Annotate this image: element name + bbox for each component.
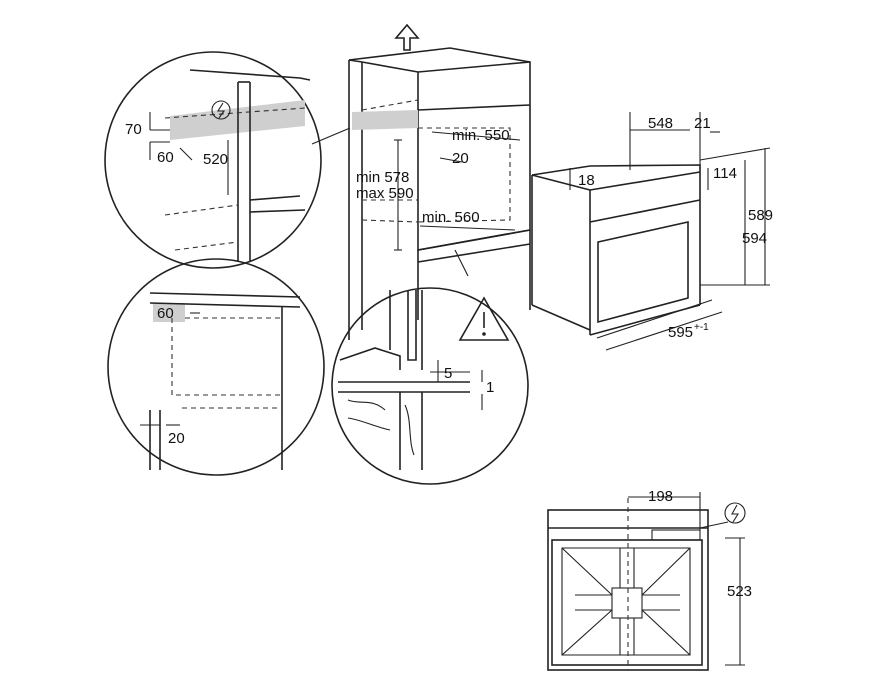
min-578-label: min 578 <box>356 169 409 186</box>
dim-589-label: 589 <box>748 207 773 224</box>
up-arrow-icon <box>394 23 420 51</box>
warning-triangle-icon <box>458 296 510 341</box>
dim-18-label: 18 <box>578 172 595 189</box>
min-560-label: min. 560 <box>422 209 480 226</box>
dim-20-niche-label: 20 <box>452 150 469 167</box>
dim-548-label: 548 <box>648 115 673 132</box>
max-590-label: max 590 <box>356 185 414 202</box>
dim-523-label: 523 <box>727 583 752 600</box>
dim-60-left-label: 60 <box>157 305 174 322</box>
dim-594-label: 594 <box>742 230 767 247</box>
electric-connection-icon <box>211 100 231 120</box>
detail-circle-left <box>107 258 325 476</box>
min-550-label: min. 550 <box>452 127 510 144</box>
dim-595-label: 595 <box>668 324 693 341</box>
dim-595-tolerance-label: +-1 <box>694 322 709 333</box>
dim-70-label: 70 <box>125 121 142 138</box>
dim-198-label: 198 <box>648 488 673 505</box>
dim-21-label: 21 <box>694 115 711 132</box>
detail-circle-top <box>104 51 322 269</box>
dim-114-label: 114 <box>713 165 737 182</box>
cabinet-niche <box>311 47 531 340</box>
dim-1-label: 1 <box>486 379 494 396</box>
oven-unit <box>531 112 771 351</box>
dim-5-label: 5 <box>444 365 452 382</box>
dim-60-label: 60 <box>157 149 174 166</box>
electric-connection-icon <box>724 502 746 524</box>
detail-circle-bottom <box>331 287 529 485</box>
oven-top-view <box>547 492 745 671</box>
dim-520-label: 520 <box>203 151 228 168</box>
dim-20-left-label: 20 <box>168 430 185 447</box>
